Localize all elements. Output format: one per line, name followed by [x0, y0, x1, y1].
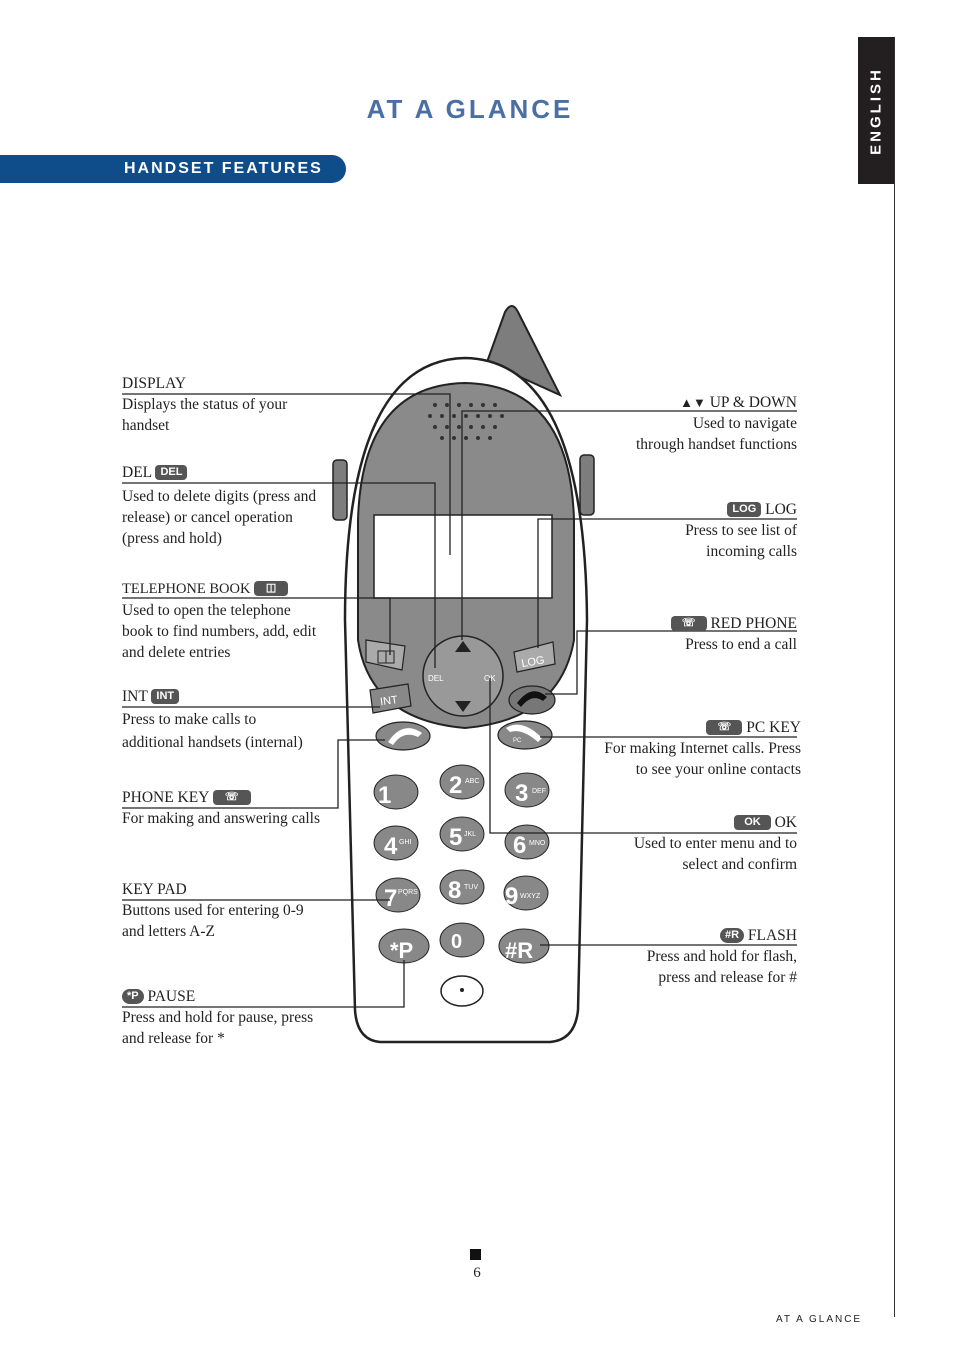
ok-badge: OK: [734, 815, 771, 830]
svg-text:WXYZ: WXYZ: [520, 893, 541, 900]
key-2: 2: [449, 772, 462, 799]
key-7: 7: [384, 885, 397, 912]
end-call-icon: [517, 691, 547, 707]
pc-key-label: ☏ PC KEY For making Internet calls. Pres…: [604, 719, 801, 778]
display-screen: [373, 514, 553, 599]
key-star: *P: [390, 938, 413, 963]
phone-key-label: PHONE KEY ☏ For making and answering cal…: [122, 789, 321, 827]
pc-key: [497, 720, 553, 750]
pc-key-label: PC: [513, 738, 522, 744]
log-key-label: LOG: [521, 654, 546, 670]
key-4: 4: [384, 833, 398, 860]
del-label: DEL DEL Used to delete digits (press and…: [122, 464, 317, 547]
up-down-arrows-icon: ▲▼: [680, 395, 706, 410]
svg-text:PQRS: PQRS: [398, 889, 418, 896]
updown-label: ▲▼ UP & DOWN Used to navigate through ha…: [635, 394, 797, 453]
up-arrow-icon: [455, 641, 471, 652]
svg-text:MNO: MNO: [529, 840, 546, 847]
ok-label: OK OK Used to enter menu and to select a…: [633, 814, 797, 873]
key-hash: #R: [505, 938, 533, 963]
running-footer: AT A GLANCE: [776, 1314, 863, 1325]
pc-key-icon: ☏: [706, 720, 743, 735]
call-icon: [388, 728, 422, 745]
int-badge: INT: [151, 689, 180, 704]
key-8: 8: [448, 877, 461, 904]
del-key-label: DEL: [428, 674, 444, 683]
key-3: 3: [515, 780, 528, 807]
red-phone-key: [508, 685, 556, 715]
side-button-right: [579, 454, 595, 516]
margin-rule: [894, 37, 895, 1317]
page-marker: [470, 1249, 481, 1260]
key-0: 0: [451, 931, 462, 953]
pc-call-icon: [506, 724, 542, 742]
telephone-book-label: TELEPHONE BOOK ◫ Used to open the teleph…: [122, 581, 317, 661]
int-key-label: INT: [379, 694, 398, 708]
svg-text:JKL: JKL: [464, 831, 476, 838]
section-banner: HANDSET FEATURES: [0, 155, 346, 183]
side-button-left: [332, 459, 348, 521]
phone-key-icon: ☏: [212, 790, 251, 805]
key-1: 1: [378, 782, 391, 809]
del-badge: DEL: [155, 465, 188, 480]
book-key-icon: [377, 650, 395, 664]
svg-text:GHI: GHI: [399, 839, 412, 846]
keypad-label: KEY PAD Buttons used for entering 0-9 an…: [122, 881, 304, 940]
flash-label: #R FLASH Press and hold for flash, press…: [646, 927, 797, 986]
svg-text:ABC: ABC: [465, 778, 479, 785]
display-label: DISPLAY Displays the status of your hand…: [122, 375, 288, 434]
leader-lines: [122, 393, 797, 1008]
int-label: INT INT Press to make calls to additiona…: [122, 688, 303, 751]
down-arrow-icon: [455, 701, 471, 712]
flash-badge: #R: [719, 928, 745, 943]
key-9: 9: [505, 883, 518, 910]
log-badge: LOG: [727, 502, 762, 517]
red-phone-label: ☏ RED PHONE Press to end a call: [580, 613, 797, 655]
log-key: [513, 641, 556, 673]
svg-text:DEF: DEF: [532, 788, 546, 795]
keypad: 1 2 ABC 3 DEF 4 GHI 5 JKL 6 MNO 7 PQRS 8…: [373, 764, 550, 964]
antenna: [485, 305, 563, 398]
book-icon: ◫: [254, 581, 289, 596]
page-title: AT A GLANCE: [366, 94, 574, 124]
pause-label: *P PAUSE Press and hold for pause, press…: [122, 988, 314, 1047]
phone-key: [375, 721, 431, 751]
page-number: 6: [473, 1265, 481, 1281]
speaker-grille: [428, 403, 504, 440]
pause-badge: *P: [122, 989, 144, 1004]
svg-text:TUV: TUV: [464, 884, 478, 891]
red-phone-icon: ☏: [670, 616, 707, 631]
nav-cluster: [422, 635, 504, 717]
int-key: [369, 683, 412, 714]
key-6: 6: [513, 832, 526, 859]
key-5: 5: [449, 824, 462, 851]
log-label: LOG LOG Press to see list of incoming ca…: [685, 501, 797, 560]
language-tab: ENGLISH: [858, 37, 894, 184]
